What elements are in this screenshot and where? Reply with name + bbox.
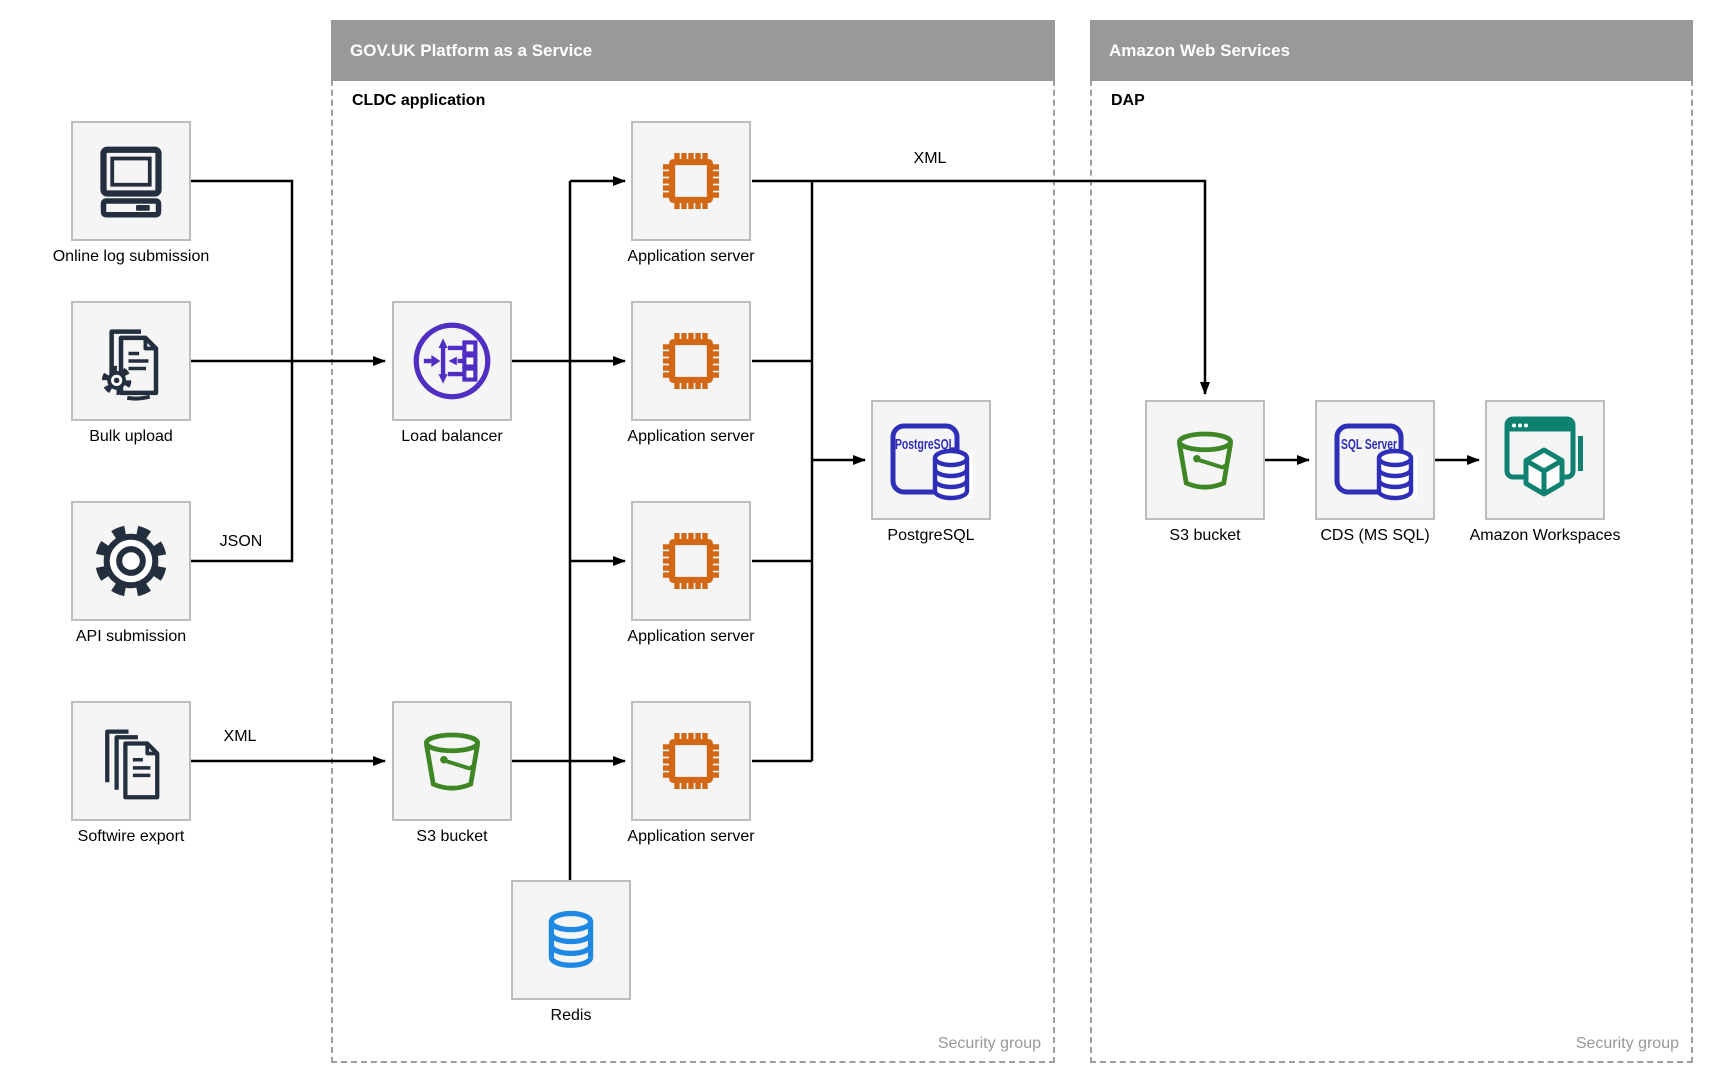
node-label: S3 bucket bbox=[1169, 527, 1241, 544]
load-balancer-icon bbox=[413, 322, 491, 400]
node-s3-bucket-aws: S3 bucket bbox=[1105, 400, 1305, 545]
node-postgresql: PostgreSQL PostgreSQL bbox=[831, 400, 1031, 545]
desktop-computer-icon bbox=[100, 146, 162, 218]
node-box: SQL Server bbox=[1315, 400, 1435, 520]
node-box bbox=[392, 701, 512, 821]
workspaces-icon bbox=[1504, 416, 1583, 497]
bucket-icon bbox=[424, 732, 480, 791]
edge-label-xml-top: XML bbox=[913, 150, 947, 167]
node-amazon-workspaces: Amazon Workspaces bbox=[1445, 400, 1645, 545]
node-box bbox=[71, 701, 191, 821]
edge-label-json: JSON bbox=[219, 533, 263, 550]
aws-container-title: Amazon Web Services bbox=[1090, 20, 1693, 81]
paas-zone-label: CLDC application bbox=[352, 92, 486, 109]
node-softwire-export: Softwire export bbox=[31, 701, 231, 846]
aws-zone-label: DAP bbox=[1111, 92, 1145, 109]
aws-security-group-label: Security group bbox=[1575, 1035, 1679, 1052]
sql-server-icon-text: SQL Server bbox=[1341, 436, 1397, 453]
node-box bbox=[1485, 400, 1605, 520]
node-label: Redis bbox=[550, 1007, 592, 1024]
chip-icon bbox=[662, 732, 720, 790]
paas-container-title: GOV.UK Platform as a Service bbox=[331, 20, 1055, 81]
paas-security-group-label: Security group bbox=[937, 1035, 1041, 1052]
chip-icon bbox=[662, 332, 720, 390]
node-application-server-1: Application server bbox=[591, 121, 791, 266]
edge-label-xml-softwire: XML bbox=[223, 728, 257, 745]
node-label: Bulk upload bbox=[89, 428, 173, 445]
node-label: Application server bbox=[627, 248, 755, 265]
node-online-log-submission: Online log submission bbox=[31, 121, 231, 266]
document-gear-icon bbox=[101, 329, 159, 401]
node-label: S3 bucket bbox=[416, 828, 488, 845]
node-box bbox=[511, 880, 631, 1000]
node-box bbox=[71, 301, 191, 421]
node-label: Online log submission bbox=[52, 248, 210, 265]
node-application-server-3: Application server bbox=[591, 501, 791, 646]
postgresql-icon-text: PostgreSQL bbox=[895, 436, 955, 453]
node-box bbox=[631, 121, 751, 241]
aws-container: Amazon Web Services DAP Security group bbox=[1090, 20, 1693, 1063]
sql-server-icon: SQL Server bbox=[1334, 423, 1417, 501]
node-box bbox=[71, 121, 191, 241]
gear-icon bbox=[95, 525, 167, 597]
node-application-server-2: Application server bbox=[591, 301, 791, 446]
node-load-balancer: Load balancer bbox=[352, 301, 552, 446]
node-label: Application server bbox=[627, 428, 755, 445]
node-label: CDS (MS SQL) bbox=[1320, 527, 1430, 544]
paas-container: GOV.UK Platform as a Service CLDC applic… bbox=[331, 20, 1055, 1063]
chip-icon bbox=[662, 152, 720, 210]
node-box bbox=[631, 701, 751, 821]
node-label: PostgreSQL bbox=[887, 527, 975, 544]
node-label: Amazon Workspaces bbox=[1469, 527, 1621, 544]
node-box bbox=[631, 301, 751, 421]
node-bulk-upload: Bulk upload bbox=[31, 301, 231, 446]
node-label: Application server bbox=[627, 828, 755, 845]
node-box: PostgreSQL bbox=[871, 400, 991, 520]
node-s3-bucket-paas: S3 bucket bbox=[352, 701, 552, 846]
node-application-server-4: Application server bbox=[591, 701, 791, 846]
node-label: API submission bbox=[75, 628, 187, 645]
node-label: Softwire export bbox=[77, 828, 185, 845]
node-api-submission: API submission bbox=[31, 501, 231, 646]
node-box bbox=[392, 301, 512, 421]
documents-stack-icon bbox=[105, 729, 160, 800]
postgresql-icon: PostgreSQL bbox=[890, 423, 973, 501]
node-cds-mssql: SQL Server CDS (MS SQL) bbox=[1275, 400, 1475, 545]
node-label: Application server bbox=[627, 628, 755, 645]
node-box bbox=[631, 501, 751, 621]
node-redis: Redis bbox=[471, 880, 671, 1025]
node-box bbox=[71, 501, 191, 621]
node-label: Load balancer bbox=[401, 428, 503, 445]
node-box bbox=[1145, 400, 1265, 520]
chip-icon bbox=[662, 532, 720, 590]
bucket-icon bbox=[1177, 431, 1233, 490]
database-icon bbox=[548, 910, 594, 968]
